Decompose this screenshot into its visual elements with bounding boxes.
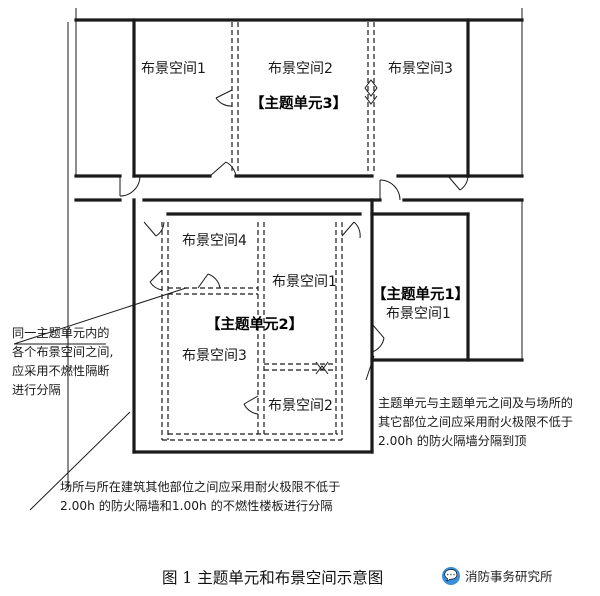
note-left-line-4: 进行分隔 — [12, 383, 61, 397]
note-bottom-line-1: 场所与所在建筑其他部位之间应采用耐火极限不低于 — [60, 480, 341, 494]
fire-damper-symbols — [315, 79, 378, 375]
room-label-lower-center-top: 布景空间1 — [272, 274, 337, 290]
room-label-top-middle: 布景空间2 — [268, 61, 333, 77]
unit3-walls — [74, 18, 524, 178]
unit2-label: 【主题单元2】 — [206, 317, 304, 333]
watermark: 💬 消防事务研究所 — [442, 566, 553, 585]
unit1-label: 【主题单元1】 — [372, 287, 470, 303]
room-label-lower-left-top: 布景空间4 — [182, 233, 247, 249]
room-label-right-room: 布景空间1 — [386, 306, 451, 322]
note-right-line-3: 2.00h 的防火隔墙分隔到顶 — [378, 434, 527, 448]
unit2-walls — [132, 198, 374, 454]
unit3-label: 【主题单元3】 — [250, 96, 348, 112]
room-label-lower-left-middle: 布景空间3 — [182, 348, 247, 364]
room-label-top-right: 布景空间3 — [388, 61, 453, 77]
note-left-line-2: 各个布景空间之间, — [12, 345, 114, 359]
note-right: 主题单元与主题单元之间及与场所的 其它部位之间应采用耐火极限不低于 2.00h … — [378, 394, 573, 451]
figure-caption: 图 1 主题单元和布景空间示意图 — [162, 569, 384, 587]
room-label-top-left: 布景空间1 — [141, 61, 206, 77]
leader-lines — [13, 287, 375, 511]
watermark-text: 消防事务研究所 — [465, 569, 553, 584]
note-right-line-1: 主题单元与主题单元之间及与场所的 — [378, 396, 573, 410]
unit1-walls — [370, 212, 524, 362]
note-left: 同一主题单元内的 各个布景空间之间, 应采用不燃性隔断 进行分隔 — [12, 324, 113, 400]
note-bottom: 场所与所在建筑其他部位之间应采用耐火极限不低于 2.00h 的防火隔墙和1.00… — [60, 478, 340, 516]
note-bottom-line-2: 2.00h 的防火隔墙和1.00h 的不燃性楼板进行分隔 — [60, 499, 333, 513]
building-outline — [67, 8, 523, 490]
note-left-line-1: 同一主题单元内的 — [12, 326, 110, 340]
wechat-bubble-icon: 💬 — [442, 566, 460, 585]
note-left-line-3: 应采用不燃性隔断 — [12, 364, 110, 378]
room-label-lower-center-bottom: 布景空间2 — [268, 398, 333, 414]
door-swings — [119, 89, 469, 415]
note-right-line-2: 其它部位之间应采用耐火极限不低于 — [378, 415, 573, 429]
